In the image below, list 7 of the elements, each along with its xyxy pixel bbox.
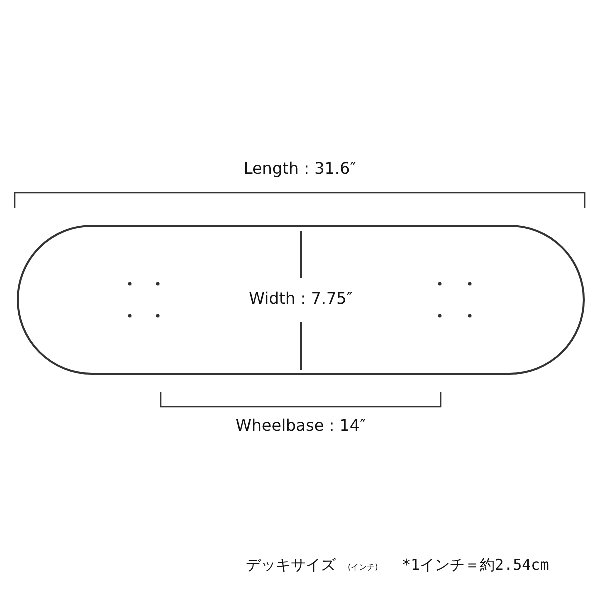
unit-note: (インチ) xyxy=(348,564,378,573)
dimension-label: Width : 7.75″ xyxy=(248,290,354,308)
skateboard-deck-outline xyxy=(17,225,585,375)
caption-text: デッキサイズ xyxy=(246,557,336,574)
dimension-label: Length : 31.6″ xyxy=(244,160,356,178)
dimension-label: Wheelbase : 14″ xyxy=(236,417,366,435)
conversion-note: *1インチ＝約2.54cm xyxy=(402,557,550,574)
